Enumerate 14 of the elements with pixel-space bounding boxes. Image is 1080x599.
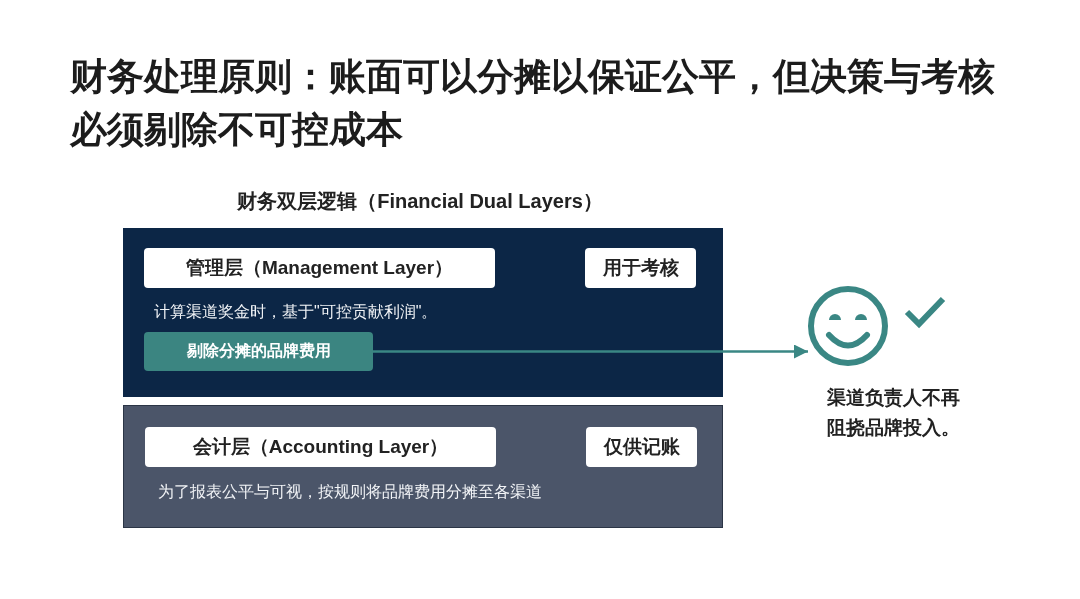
caption-text: 渠道负责人不再阻挠品牌投入。 <box>825 386 961 440</box>
usage-tag: 用于考核 <box>585 248 696 288</box>
usage-tag: 仅供记账 <box>586 427 697 467</box>
section-heading: 财务双层逻辑（Financial Dual Layers） <box>237 189 603 214</box>
title: 财务处理原则：账面可以分摊以保证公平，但决策与考核必须剔除不可控成本 <box>70 55 996 152</box>
panel-description: 计算渠道奖金时，基于"可控贡献利润"。 <box>154 302 438 322</box>
layer-name-tag: 会计层（Accounting Layer） <box>145 427 496 467</box>
layer-panel <box>123 405 723 528</box>
arrow <box>373 344 808 359</box>
highlight-tag: 剔除分摊的品牌费用 <box>144 332 373 371</box>
panel-description: 为了报表公平与可视，按规则将品牌费用分摊至各渠道 <box>158 482 542 502</box>
layer-panel <box>123 228 723 397</box>
layer-name-tag: 管理层（Management Layer） <box>144 248 495 288</box>
smiley-face-icon <box>808 286 888 366</box>
